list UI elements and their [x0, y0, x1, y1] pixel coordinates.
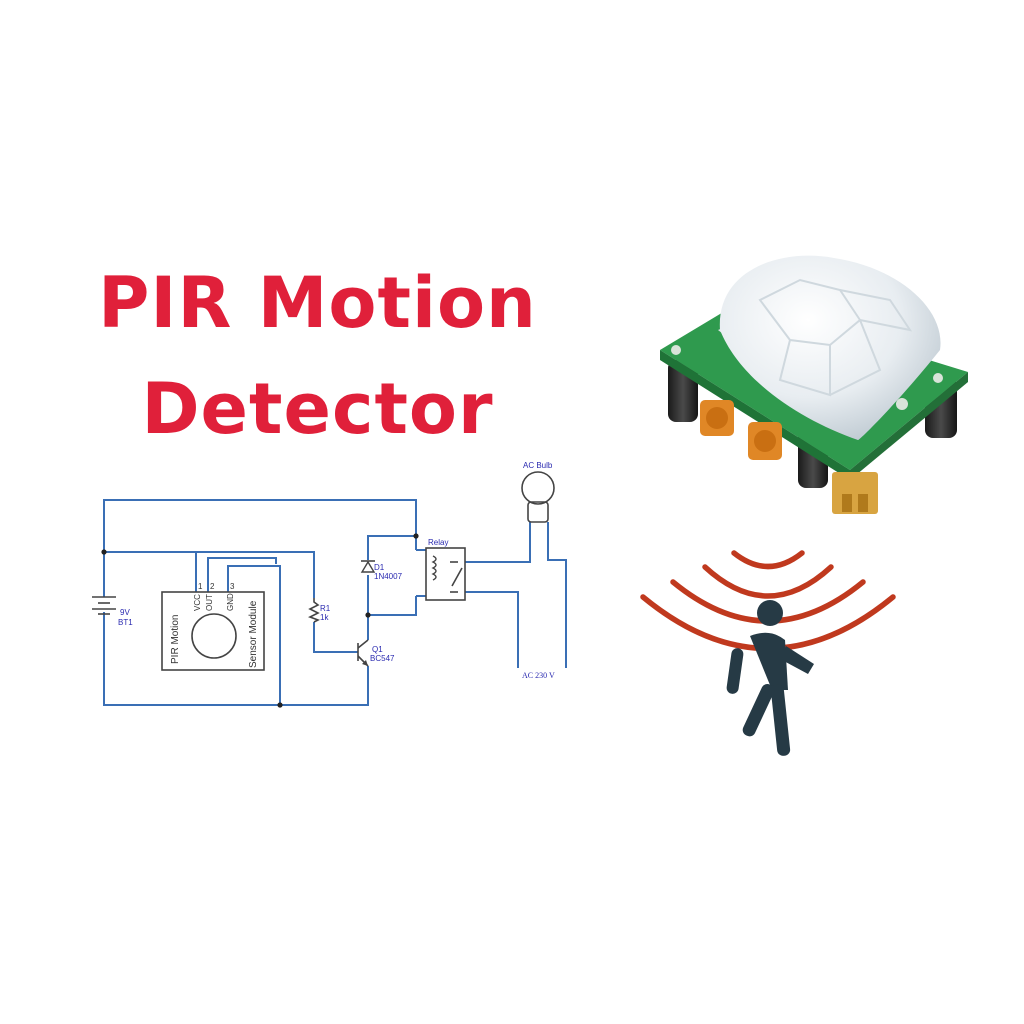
junction-dot: [277, 702, 283, 708]
relay-box: [425, 547, 466, 601]
junction-dot: [413, 533, 419, 539]
battery-value: 9V: [120, 608, 130, 617]
transistor-ref: Q1: [372, 645, 383, 654]
diode-ref: D1: [374, 563, 385, 572]
wire-resistor-base: [313, 622, 358, 653]
junction-dot: [101, 549, 107, 555]
relay-coil-symbol: [431, 555, 437, 581]
sensor-lens-symbol: [191, 613, 237, 659]
resistor-symbol: [308, 598, 320, 623]
battery-symbol: [92, 596, 116, 615]
wire-to-resistor: [104, 551, 315, 598]
title-line-1: PIR Motion: [98, 262, 537, 344]
diode-value: 1N4007: [374, 572, 403, 581]
relay-switch-symbol: [450, 561, 463, 593]
resistor-ref: R1: [320, 604, 331, 613]
sensor-module-box: [161, 591, 265, 671]
supply-label: AC 230 V: [522, 671, 555, 680]
wire-diode-bottom: [367, 575, 417, 616]
relay-label: Relay: [428, 538, 448, 547]
sensor-pin-number-1: 1: [198, 582, 203, 591]
wire-battery-minus: [103, 612, 369, 706]
sensor-name-left: PIR Motion: [170, 615, 181, 664]
bulb-label: AC Bulb: [523, 461, 553, 470]
circuit-schematic: 9V BT1 PIR Motion Sensor Module VCC OUT …: [92, 461, 567, 708]
sensor-pin-gnd: GND: [226, 593, 235, 611]
diode-symbol: [360, 560, 376, 573]
battery-ref: BT1: [118, 618, 133, 627]
wire-gnd-pin: [227, 565, 281, 705]
wire-relay-com: [465, 522, 531, 563]
wire-out-pin: [207, 557, 277, 592]
bulb-symbol: [521, 471, 555, 523]
pir-sensor-module-icon: [660, 255, 968, 514]
wire-bulb-return: [547, 522, 567, 668]
wire-diode-top: [367, 535, 417, 560]
sensor-pin-number-2: 2: [210, 582, 215, 591]
wire-relay-no: [465, 591, 519, 668]
sensor-name-right: Sensor Module: [248, 600, 259, 668]
junction-dot: [365, 612, 371, 618]
transistor-value: BC547: [370, 654, 395, 663]
sensor-pin-number-3: 3: [230, 582, 235, 591]
wire-battery-plus: [103, 551, 197, 597]
title-line-2: Detector: [141, 368, 494, 450]
walking-person-icon: [726, 600, 814, 756]
wire-top-rail: [103, 499, 417, 597]
sensor-pin-out: OUT: [205, 594, 214, 611]
transistor-symbol: [357, 639, 369, 667]
sensor-pin-vcc: VCC: [193, 594, 202, 611]
resistor-value: 1k: [320, 613, 329, 622]
